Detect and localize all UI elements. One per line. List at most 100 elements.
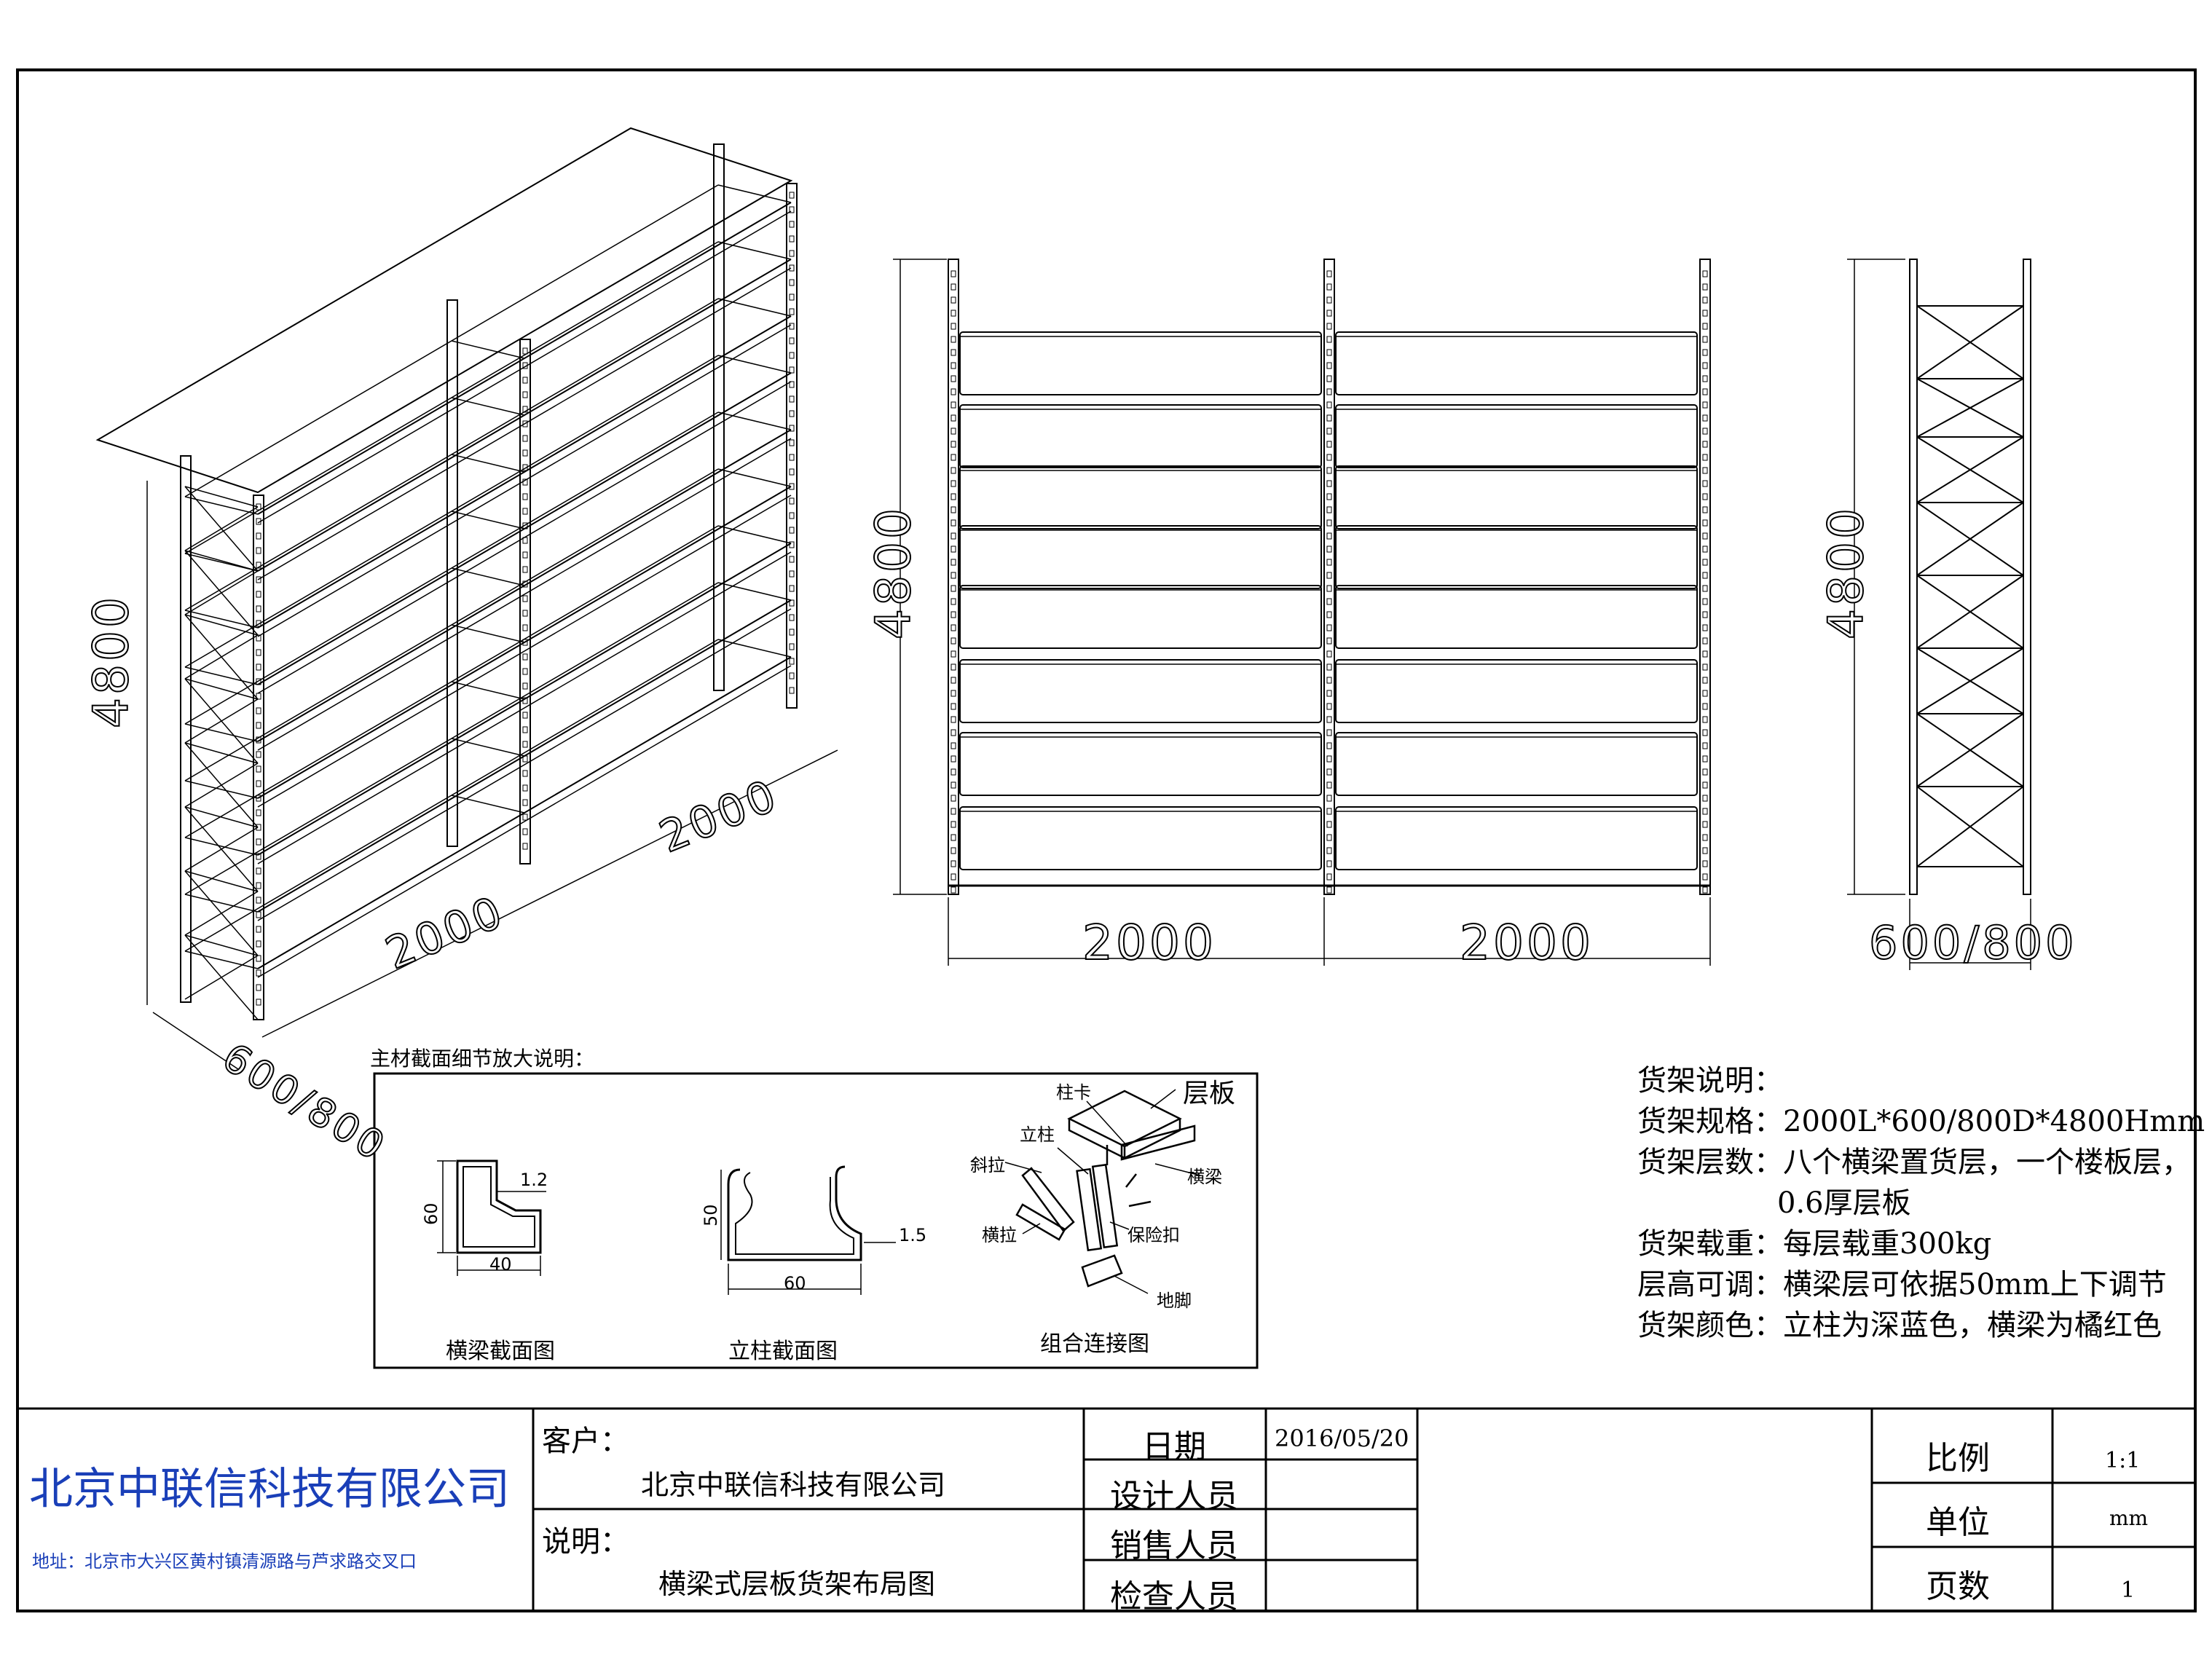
iso-upright-hole [256, 926, 261, 933]
upright-hole [1326, 716, 1332, 723]
scale-label: 比例 [1926, 1440, 1990, 1477]
upright-hole [1702, 637, 1708, 645]
upright-hole [1702, 388, 1708, 395]
upright-hole [1702, 690, 1708, 697]
iso-upright-hole [522, 653, 528, 661]
upright-hole [1326, 742, 1332, 749]
client-label: 客户： [542, 1425, 629, 1458]
upright-hole [950, 768, 956, 776]
iso-upright-hole [522, 799, 528, 806]
iso-upright-hole [522, 493, 528, 500]
pages-label: 页数 [1926, 1568, 1990, 1605]
iso-upright-hole [789, 395, 795, 403]
iso-shelf-edge [184, 553, 259, 572]
upright-hole [950, 414, 956, 422]
front-shelf-panel [1335, 659, 1698, 723]
upright-hole [950, 703, 956, 710]
upright-hole [950, 690, 956, 697]
upright-hole [1702, 650, 1708, 658]
iso-upright-hole [522, 712, 528, 719]
front-width-dimension-1: 2000 [1082, 914, 1216, 972]
checker-label: 检查人员 [1110, 1578, 1238, 1615]
side-post [1909, 259, 1918, 895]
iso-upright-hole [256, 882, 261, 889]
side-diagonal-brace [1916, 647, 2024, 714]
upright-hole [1702, 270, 1708, 277]
upright-hole [950, 519, 956, 527]
upright-hole [1326, 663, 1332, 671]
iso-upright-hole [789, 410, 795, 417]
iso-shelf-edge [184, 894, 259, 913]
upright-hole [950, 716, 956, 723]
iso-shelf-edge [184, 496, 259, 515]
upright-hole [950, 493, 956, 500]
iso-side-horizontal [184, 806, 259, 828]
iso-upright-hole [789, 366, 795, 374]
iso-upright-hole [522, 828, 528, 835]
notes-line: 0.6厚层板 [1777, 1186, 1911, 1220]
beam-width-dim: 40 [489, 1254, 512, 1275]
upright-thickness-dim: 1.5 [899, 1225, 927, 1245]
upright-hole [1702, 572, 1708, 579]
front-shelf-panel [959, 585, 1322, 649]
iso-upright-hole [789, 468, 795, 476]
front-shelf-panel [959, 806, 1322, 870]
iso-upright-hole [789, 381, 795, 388]
front-shelf-panel [959, 331, 1322, 395]
upright-hole [1326, 572, 1332, 579]
iso-upright-hole [789, 527, 795, 534]
upright-hole [950, 834, 956, 841]
side-diagonal-brace [1916, 436, 2024, 503]
upright-hole [1702, 860, 1708, 867]
iso-depth-dim-line [152, 1012, 241, 1071]
upright-hole [950, 349, 956, 356]
notes-line: 层高可调：横梁层可依据50mm上下调节 [1637, 1268, 2167, 1301]
iso-shelf-edge [717, 525, 792, 544]
notes-line: 货架规格：2000L*600/800D*4800Hmm [1637, 1105, 2205, 1138]
upright-hole [1326, 336, 1332, 343]
upright-hole [950, 559, 956, 566]
upright-section-drawing [720, 1165, 896, 1295]
iso-upright-hole [256, 605, 261, 612]
company-address: 地址：北京市大兴区黄村镇清源路与芦求路交叉口 [32, 1551, 417, 1572]
upright-hole [950, 821, 956, 828]
upright-hole [950, 808, 956, 815]
upright-hole [1702, 598, 1708, 605]
iso-upright-hole [256, 955, 261, 962]
iso-upright-hole [789, 235, 795, 243]
iso-upright-hole [256, 867, 261, 875]
iso-side-horizontal [184, 870, 259, 892]
upright-hole [1702, 742, 1708, 749]
upright-hole [950, 545, 956, 553]
iso-length-dim-line [261, 749, 838, 1038]
upright-hole [950, 650, 956, 658]
iso-shelf-edge [717, 639, 792, 658]
upright-hole [950, 480, 956, 487]
upright-hole [1702, 886, 1708, 894]
upright-hole [1326, 454, 1332, 461]
iso-upright-hole [522, 377, 528, 384]
iso-upright-hole [789, 643, 795, 650]
iso-shelf-edge [717, 241, 792, 260]
upright-hole [1326, 611, 1332, 618]
iso-front-beam [257, 551, 792, 864]
upright-hole [1702, 611, 1708, 618]
upright-hole [1702, 296, 1708, 304]
upright-hole [950, 336, 956, 343]
upright-hole [1326, 795, 1332, 802]
date-label: 日期 [1142, 1428, 1206, 1465]
front-shelf-panel [1335, 525, 1698, 589]
iso-upright-hole [789, 323, 795, 330]
iso-upright-hole [522, 508, 528, 515]
iso-upright-hole [789, 585, 795, 592]
iso-upright-hole [789, 279, 795, 286]
date-value: 2016/05/20 [1275, 1425, 1409, 1452]
iso-upright-hole [522, 610, 528, 617]
iso-shelf-edge [451, 511, 525, 529]
iso-upright-hole [789, 294, 795, 301]
iso-upright-hole [256, 722, 261, 729]
front-shelf-panel [1335, 585, 1698, 649]
upright-section-caption: 立柱截面图 [728, 1339, 838, 1364]
upright-hole [1702, 716, 1708, 723]
upright-hole [1326, 886, 1332, 894]
